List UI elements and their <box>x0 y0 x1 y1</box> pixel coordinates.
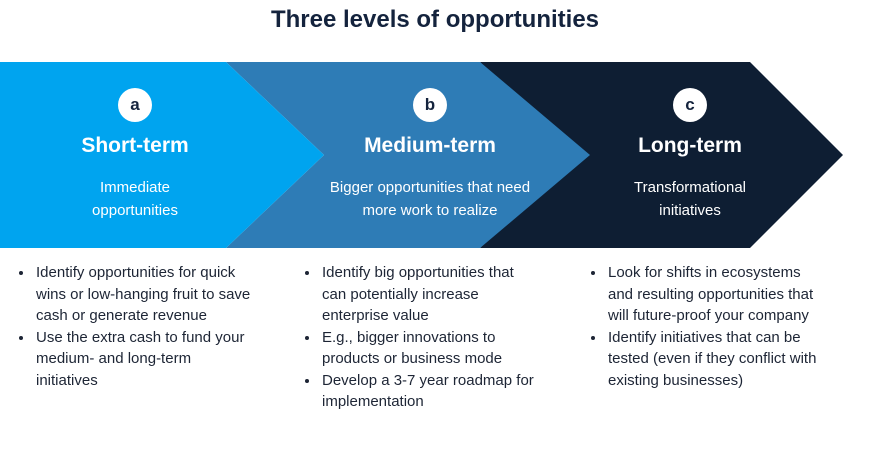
stage-title: Long-term <box>638 134 742 157</box>
stage-badge: a <box>118 88 152 122</box>
diagram-title: Three levels of opportunities <box>270 6 600 33</box>
chevron-long-term <box>480 62 843 248</box>
stage-subtitle: Bigger opportunities that need more work… <box>329 179 531 219</box>
stage-subtitle: Immediate opportunities <box>92 179 178 219</box>
chevron-flow <box>0 62 843 248</box>
list-item: Identify initiatives that can be tested … <box>606 327 828 392</box>
stage-medium-term: b Medium-term Bigger opportunities that … <box>310 62 550 248</box>
medium-term-points: Identify big opportunities that can pote… <box>300 262 538 413</box>
stage-subtitle: Transformational initiatives <box>634 179 746 219</box>
stage-long-term: c Long-term Transformational initiatives <box>590 62 790 248</box>
stage-badge: c <box>673 88 707 122</box>
short-term-points: Identify opportunities for quick wins or… <box>14 262 254 391</box>
list-item: Develop a 3-7 year roadmap for implement… <box>320 370 538 413</box>
long-term-points: Look for shifts in ecosystems and result… <box>586 262 828 391</box>
list-item: Identify big opportunities that can pote… <box>320 262 538 327</box>
list-item: Look for shifts in ecosystems and result… <box>606 262 828 327</box>
stage-title: Short-term <box>81 134 189 157</box>
list-item: Use the extra cash to fund your medium- … <box>34 327 254 392</box>
stage-short-term: a Short-term Immediate opportunities <box>20 62 250 248</box>
stage-title: Medium-term <box>364 134 496 157</box>
chevron-short-term <box>0 62 324 248</box>
stage-badge: b <box>413 88 447 122</box>
chevron-medium-term <box>226 62 590 248</box>
list-item: E.g., bigger innovations to products or … <box>320 327 538 370</box>
list-item: Identify opportunities for quick wins or… <box>34 262 254 327</box>
